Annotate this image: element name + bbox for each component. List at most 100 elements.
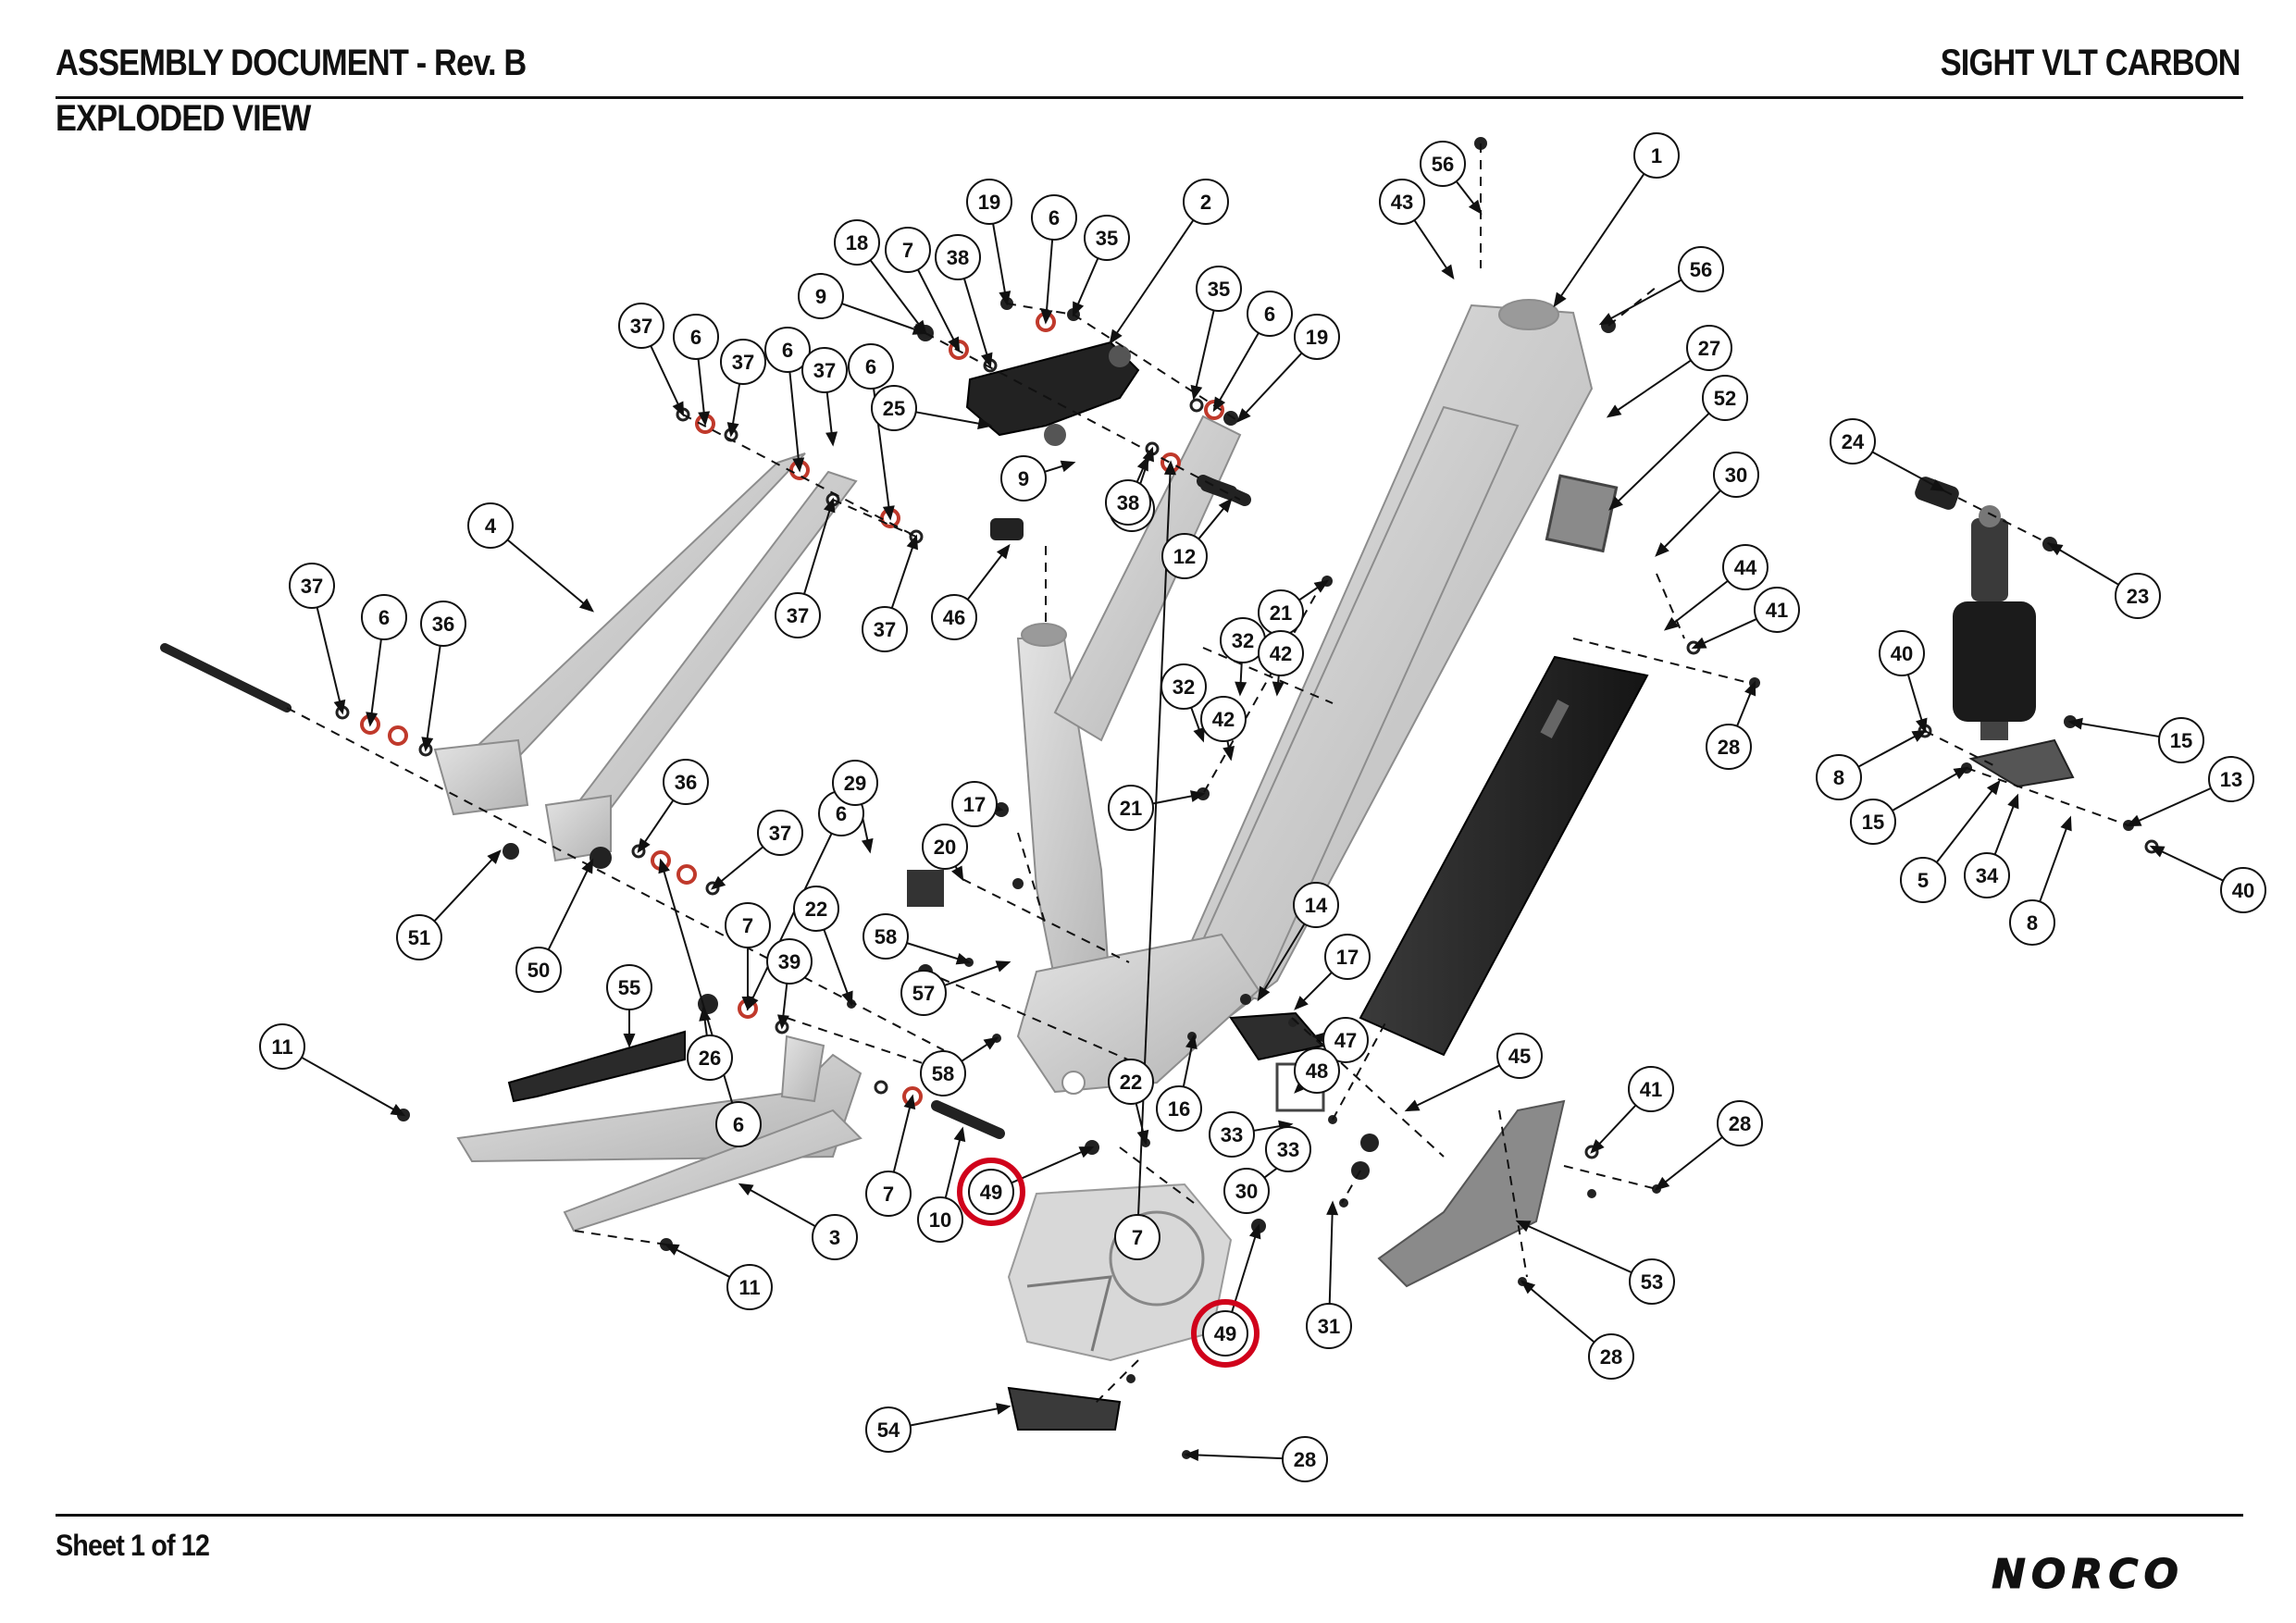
callout-32: 32 <box>1220 617 1266 663</box>
callout-circle <box>848 343 894 390</box>
leader-arrowhead <box>1190 790 1206 802</box>
callout-number: 7 <box>902 239 913 262</box>
leader-arrowhead <box>995 960 1011 973</box>
callout-37: 37 <box>862 606 908 652</box>
assembly-axis-line <box>1572 638 1750 684</box>
callout-circle <box>832 760 878 806</box>
leader-arrowhead <box>1072 301 1085 317</box>
callout-26: 26 <box>687 1035 733 1081</box>
callout-circle <box>865 1171 912 1217</box>
callout-number: 22 <box>1120 1071 1142 1094</box>
callout-49: 49 <box>957 1158 1025 1226</box>
leader-line <box>1213 332 1260 411</box>
callout-number: 58 <box>932 1062 954 1085</box>
callout-circle <box>1900 857 1946 903</box>
callout-number: 12 <box>1173 545 1196 568</box>
leader-arrowhead <box>578 598 594 613</box>
leader-arrowhead <box>977 417 993 430</box>
callout-number: 17 <box>963 793 986 816</box>
callout-37: 37 <box>801 347 848 393</box>
leader-line <box>869 259 926 334</box>
leader-line <box>962 278 991 366</box>
assembly-axis-line <box>786 1017 926 1065</box>
leader-arrowhead <box>2126 814 2142 827</box>
battery <box>1359 655 1649 1057</box>
callout-number: 37 <box>813 359 836 382</box>
callout-6: 6 <box>1031 194 1077 241</box>
assembly-axis-line <box>573 1230 667 1245</box>
callout-19: 19 <box>1294 314 1340 360</box>
callout-2: 2 <box>1183 179 1229 225</box>
leader-line <box>1517 1220 1632 1274</box>
callout-circle <box>775 592 821 638</box>
callout-number: 37 <box>787 604 809 627</box>
leader-arrowhead <box>1222 746 1235 762</box>
leader-arrowhead <box>948 336 961 353</box>
callout-number: 28 <box>1718 736 1740 759</box>
callout-circle <box>1713 452 1759 498</box>
callout-circle <box>1294 314 1340 360</box>
callout-circle <box>1633 132 1680 179</box>
leader-arrowhead <box>741 997 754 1011</box>
callout-number: 51 <box>408 926 430 949</box>
callout-circle <box>467 502 514 549</box>
leader-line <box>739 1183 816 1228</box>
leader-arrowhead <box>823 497 836 514</box>
callout-circle <box>396 914 442 960</box>
callout-34: 34 <box>1964 852 2010 898</box>
sheet-number: Sheet 1 of 12 <box>56 1529 210 1562</box>
callout-number: 41 <box>1640 1078 1662 1101</box>
callout-number: 54 <box>877 1419 900 1442</box>
callout-circle <box>2009 899 2055 946</box>
callout-circle <box>1294 1047 1340 1094</box>
callout-15: 15 <box>2158 717 2204 763</box>
callout-number: 58 <box>875 925 897 948</box>
callout-47: 47 <box>1322 1017 1369 1063</box>
callout-number: 4 <box>485 514 497 538</box>
callout-number: 8 <box>1833 766 1844 789</box>
callout-circle <box>1247 291 1293 337</box>
callout-number: 22 <box>805 898 827 921</box>
callout-27: 27 <box>1686 325 1732 371</box>
leader-line <box>1045 239 1054 323</box>
callout-31: 31 <box>1306 1303 1352 1349</box>
callout-48: 48 <box>1294 1047 1340 1094</box>
callout-number: 40 <box>2232 879 2254 902</box>
callout-number: 5 <box>1917 869 1929 892</box>
callout-3: 3 <box>812 1214 858 1260</box>
callout-circle <box>1306 1303 1352 1349</box>
callout-number: 32 <box>1232 629 1254 652</box>
callout-circle <box>862 606 908 652</box>
callout-number: 19 <box>978 191 1000 214</box>
callout-circle <box>1156 1085 1202 1132</box>
callout-21: 21 <box>1258 589 1304 636</box>
callout-number: 6 <box>1049 206 1060 229</box>
callout-circle <box>1678 246 1724 292</box>
callout-number: 21 <box>1270 601 1292 625</box>
callout-7: 7 <box>865 1171 912 1217</box>
leader-arrowhead <box>1257 985 1271 1002</box>
leader-arrowhead <box>1326 1200 1339 1216</box>
callout-number: 11 <box>738 1276 760 1299</box>
callout-circle <box>1322 1017 1369 1063</box>
leader-arrowhead <box>1441 264 1455 280</box>
callout-circle <box>1629 1258 1675 1305</box>
callout-33: 33 <box>1209 1111 1255 1158</box>
assembly-axes <box>286 143 2129 1407</box>
callout-circle <box>1686 325 1732 371</box>
callout-41: 41 <box>1628 1066 1674 1112</box>
leader-arrowhead <box>1654 1176 1670 1191</box>
assembly-axis-line <box>1966 767 2129 826</box>
callout-15: 15 <box>1850 799 1896 845</box>
leader-arrowhead <box>333 699 346 715</box>
callout-circle <box>798 273 844 319</box>
callout-11: 11 <box>726 1264 773 1310</box>
callout-number: 17 <box>1336 946 1359 969</box>
leader-line <box>1237 352 1303 422</box>
leader-arrowhead <box>698 411 711 427</box>
leader-arrowhead <box>882 505 895 521</box>
leader-arrowhead <box>996 1403 1011 1415</box>
callout-circle <box>1324 934 1371 980</box>
callout-circle <box>289 563 335 609</box>
pivot-bolt <box>931 1100 1005 1139</box>
